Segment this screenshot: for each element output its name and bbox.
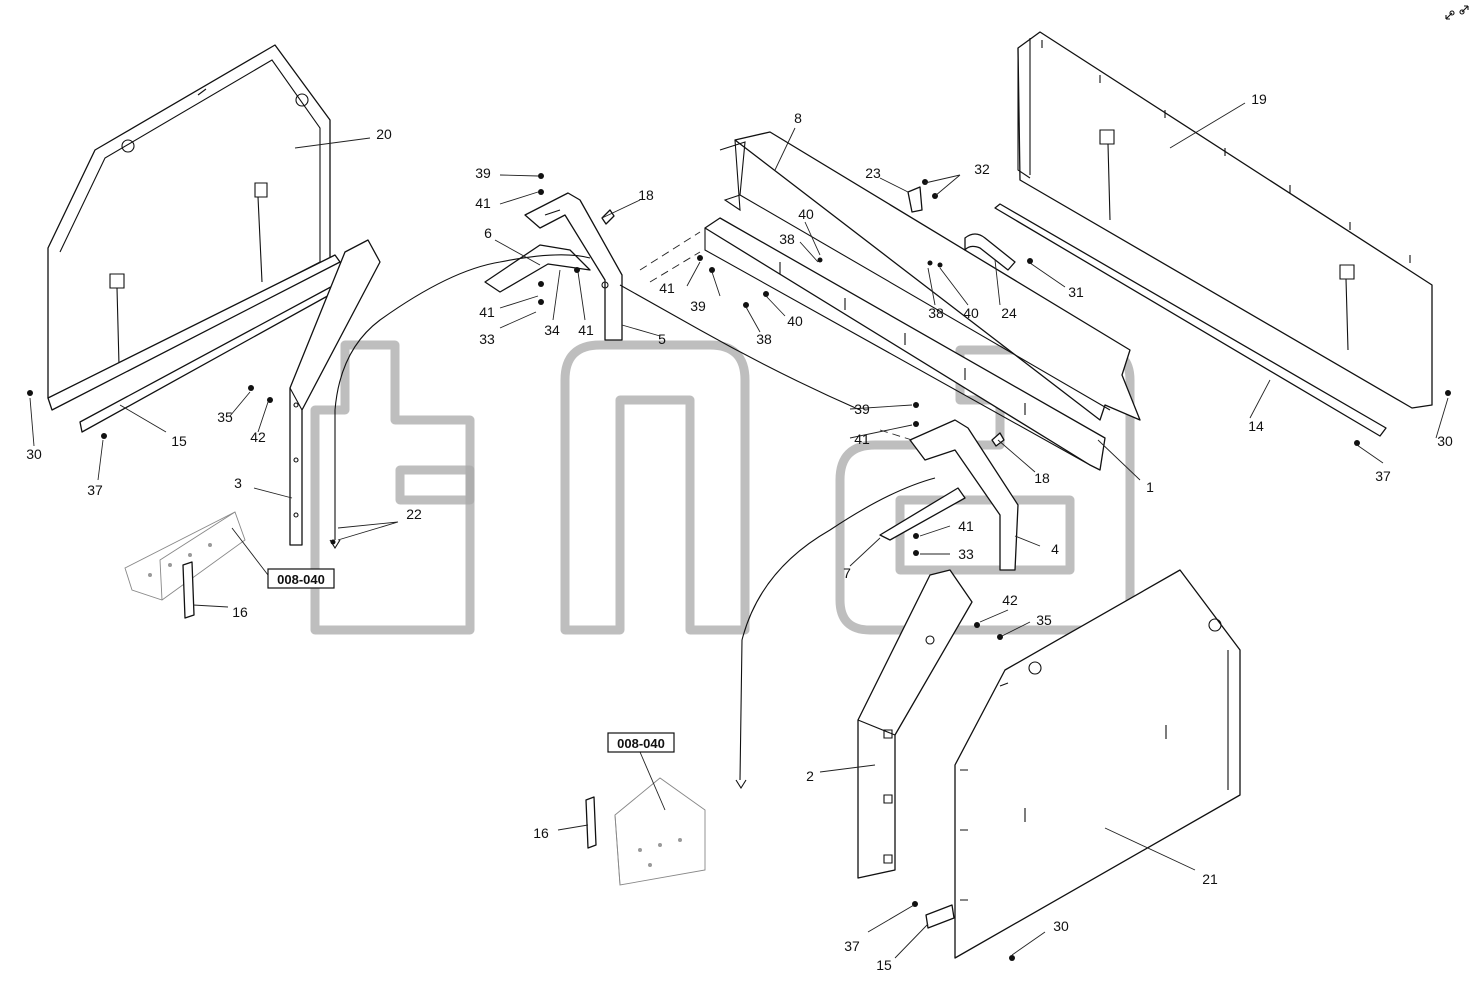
label-part-2: 2 [806,768,814,784]
arched-rod-left [334,254,591,540]
label-part-41-b: 41 [479,304,495,320]
label-part-33-left: 33 [479,331,495,347]
label-part-38-a: 38 [779,231,795,247]
label-part-30-left: 30 [26,446,42,462]
label-part-42-left: 42 [250,429,266,445]
reference-label-left: 008-040 [277,572,325,587]
label-part-39-a: 39 [475,165,491,181]
label-part-38-b: 38 [756,331,772,347]
label-part-20: 20 [376,126,392,142]
rear-beam-top [719,131,1141,421]
label-part-37-right: 37 [1375,468,1391,484]
label-part-40-a: 40 [798,206,814,222]
front-post-right [857,569,973,879]
label-part-38-c: 38 [928,305,944,321]
connecting-rod [619,284,861,411]
step-assembly-left [124,511,246,619]
label-part-40-b: 40 [787,313,803,329]
label-part-30-right: 30 [1437,433,1453,449]
label-part-35-left: 35 [217,409,233,425]
label-part-42-right: 42 [1002,592,1018,608]
rear-beam-long [704,217,1106,471]
label-part-23: 23 [865,165,881,181]
label-part-40-c: 40 [963,305,979,321]
part-labels: 1 2 3 4 5 6 7 8 14 15 15 16 16 18 18 19 … [26,91,1453,973]
label-part-24: 24 [1001,305,1017,321]
label-part-14: 14 [1248,418,1264,434]
label-part-19: 19 [1251,91,1267,107]
leader-lines [29,102,1449,959]
label-part-41-c: 41 [578,322,594,338]
label-part-35-right: 35 [1036,612,1052,628]
label-part-30-bottom: 30 [1053,918,1069,934]
label-part-21: 21 [1202,871,1218,887]
label-part-39-c: 39 [854,401,870,417]
label-part-37-left: 37 [87,482,103,498]
label-part-32: 32 [974,161,990,177]
label-part-41-f: 41 [958,518,974,534]
side-panel-left [47,44,343,433]
reference-box-center[interactable]: 008-040 [607,732,675,753]
reference-box-left[interactable]: 008-040 [267,568,335,589]
label-part-18-right: 18 [1034,470,1050,486]
label-part-34: 34 [544,322,560,338]
mount-bracket [907,186,923,213]
label-part-5: 5 [658,331,666,347]
label-part-15-left: 15 [171,433,187,449]
label-part-41-e: 41 [854,431,870,447]
corner-bracket-right [879,419,1019,571]
label-part-7: 7 [843,565,851,581]
front-post-left [289,239,381,546]
label-part-4: 4 [1051,541,1059,557]
label-part-33-right: 33 [958,546,974,562]
handle [964,233,1016,271]
small-bar-right [925,904,955,929]
label-part-37-bottom: 37 [844,938,860,954]
label-part-16-left: 16 [232,604,248,620]
label-part-18-left: 18 [638,187,654,203]
label-part-15-right: 15 [876,957,892,973]
arched-rod-right [739,477,936,781]
label-part-31: 31 [1068,284,1084,300]
label-part-8: 8 [794,110,802,126]
label-part-3: 3 [234,475,242,491]
label-part-1: 1 [1146,479,1154,495]
step-assembly-center [585,777,706,886]
label-part-22: 22 [406,506,422,522]
label-part-41-a: 41 [475,195,491,211]
label-part-16-center: 16 [533,825,549,841]
hardware-fasteners [27,173,1451,961]
rear-rail [994,203,1387,437]
clip-right [991,432,1005,447]
reference-label-center: 008-040 [617,736,665,751]
label-part-39-b: 39 [690,298,706,314]
rear-panel [1017,31,1433,409]
label-part-6: 6 [484,225,492,241]
label-part-41-d: 41 [659,280,675,296]
side-panel-right [954,569,1241,959]
corner-bracket-left [484,192,623,341]
expand-icon[interactable] [1444,4,1470,22]
